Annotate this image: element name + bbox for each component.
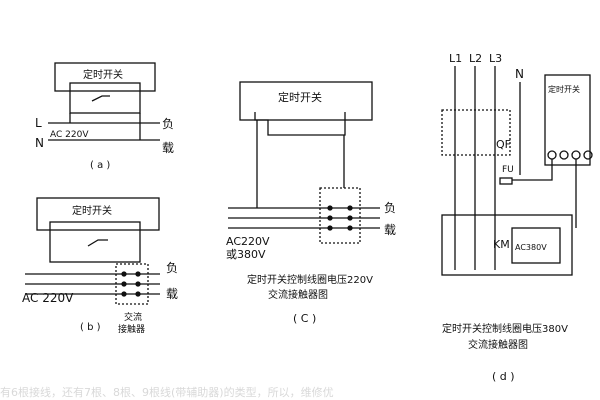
caption-b: ( b ): [80, 322, 101, 333]
timer-box-c: [239, 81, 373, 121]
contact-b4: [135, 271, 141, 277]
phase-L2-label: L2: [469, 52, 482, 65]
supply-label-c2: 或380V: [226, 248, 266, 261]
caption-c: ( C ): [293, 312, 316, 325]
phase-L3-label: L3: [489, 52, 502, 65]
timer-leads-c: [254, 112, 346, 136]
timer-terminal-2: [559, 150, 569, 160]
timer-terminal-3: [571, 150, 581, 160]
diagram-c: 定时开关 AC220V 或380V 负 载 定时开关控制线圈电压220V 交流接…: [226, 81, 396, 325]
inner-box-b: [49, 221, 141, 263]
timer-box-b: [36, 197, 160, 231]
contactor-box-b: [115, 263, 149, 305]
inner-box-a: [69, 82, 141, 114]
fuse-label: FU: [502, 165, 514, 175]
coil-box: [511, 227, 561, 264]
timer-terminal-4: [583, 150, 593, 160]
contact-c3: [327, 225, 333, 231]
contactor-label: KM: [493, 238, 510, 251]
fuse-symbol: [499, 177, 513, 185]
load-label-a1: 负: [162, 117, 174, 131]
neutral-label: N: [515, 67, 524, 81]
supply-label-a: AC 220V: [50, 130, 89, 140]
diagram-a: 定时开关 L N AC 220V 负 载 ( a ): [35, 62, 174, 171]
contactor-label-b2: 接触器: [118, 323, 145, 335]
switch-a: [91, 95, 110, 102]
load-label-c2: 载: [384, 223, 396, 237]
load-label-c1: 负: [384, 201, 396, 215]
timer-box-a: [54, 62, 156, 92]
line-L-label: L: [35, 116, 42, 130]
contact-b2: [121, 281, 127, 287]
load-label-b1: 负: [166, 261, 178, 275]
timer-label-a: 定时开关: [83, 68, 123, 81]
watermark-text: 有6根接线，还有7根、8根、9根线(带辅助器)的类型，所以，维修优: [0, 385, 334, 399]
breaker-box-d: [441, 109, 511, 156]
load-label-a2: 载: [162, 141, 174, 155]
title-c2: 交流接触器图: [268, 288, 328, 301]
timer-label-d: 定时开关: [548, 84, 580, 94]
supply-label-c1: AC220V: [226, 235, 270, 248]
phase-L1-label: L1: [449, 52, 462, 65]
breaker-label: QF: [496, 138, 511, 151]
diagram-b: 定时开关 AC 220V 负 载 交流 接触器 ( b ): [22, 197, 178, 335]
title-c1: 定时开关控制线圈电压220V: [247, 273, 373, 286]
title-d2: 交流接触器图: [468, 338, 528, 351]
title-d1: 定时开关控制线圈电压380V: [442, 322, 568, 335]
caption-d: ( d ): [492, 370, 515, 383]
timer-label-b: 定时开关: [72, 204, 112, 217]
contact-c6: [347, 225, 353, 231]
load-label-b2: 载: [166, 287, 178, 301]
contact-b5: [135, 281, 141, 287]
contact-b1: [121, 271, 127, 277]
timer-box-d: [544, 74, 591, 166]
contact-b6: [135, 291, 141, 297]
line-N-label: N: [35, 136, 44, 150]
timer-label-c: 定时开关: [278, 90, 322, 104]
contact-b3: [121, 291, 127, 297]
contactor-box-d: [441, 214, 573, 276]
contact-c1: [327, 205, 333, 211]
timer-terminal-1: [547, 150, 557, 160]
contactor-label-b1: 交流: [124, 311, 142, 323]
switch-b: [87, 239, 108, 247]
caption-a: ( a ): [90, 160, 110, 171]
contact-c5: [347, 215, 353, 221]
timer-lead-d1: [512, 159, 553, 181]
contactor-box-c: [319, 187, 361, 244]
contact-c2: [327, 215, 333, 221]
contact-c4: [347, 205, 353, 211]
supply-label-b: AC 220V: [22, 291, 74, 305]
diagram-d: L1 L2 L3 N QF FU KM AC380V 定时开关 定时开关控制线圈…: [441, 52, 593, 383]
coil-label: AC380V: [515, 243, 547, 252]
